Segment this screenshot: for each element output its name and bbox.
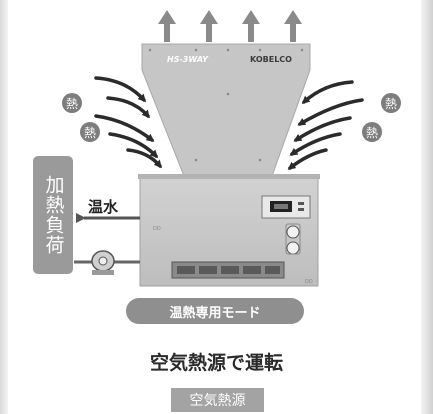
heat-circle-icon: 熱 <box>362 122 382 142</box>
svg-text:熱: 熱 <box>84 126 96 140</box>
exhaust-arrow-icon <box>200 10 218 42</box>
source-tag: 空気熱源 <box>171 388 264 412</box>
svg-text:熱: 熱 <box>385 97 397 111</box>
exhaust-arrows <box>158 10 302 42</box>
exhaust-arrow-icon <box>242 10 260 42</box>
frame-edge-right <box>421 0 433 414</box>
exhaust-arrow-icon <box>284 10 302 42</box>
dial-icon <box>286 225 300 239</box>
intake-arrows-right <box>287 80 364 170</box>
hot-water-label: 温水 <box>88 198 119 216</box>
frame-edge-left <box>0 0 8 414</box>
mode-label-pill: 温熱専用モード <box>126 298 304 324</box>
heat-circle-icon: 熱 <box>80 122 100 142</box>
svg-text:熱: 熱 <box>66 97 78 111</box>
heat-circle-icon: 熱 <box>381 93 401 113</box>
dial-icon <box>286 241 300 255</box>
heating-load-label: 加熱負荷 <box>42 175 65 255</box>
svg-text:熱: 熱 <box>366 126 378 140</box>
exhaust-arrow-icon <box>158 10 176 42</box>
intake-arrows-left <box>94 76 162 169</box>
svg-text:DD: DD <box>153 226 161 232</box>
product-badge: HS-3WAY <box>167 55 209 64</box>
heating-load-box: 加熱負荷 <box>33 156 73 274</box>
brand-logo: KOBELCO <box>250 55 292 64</box>
heat-circle-icon: 熱 <box>62 93 82 113</box>
pump-icon <box>91 250 115 275</box>
operation-caption: 空気熱源で運転 <box>149 352 283 374</box>
svg-text:DD: DD <box>305 279 313 285</box>
